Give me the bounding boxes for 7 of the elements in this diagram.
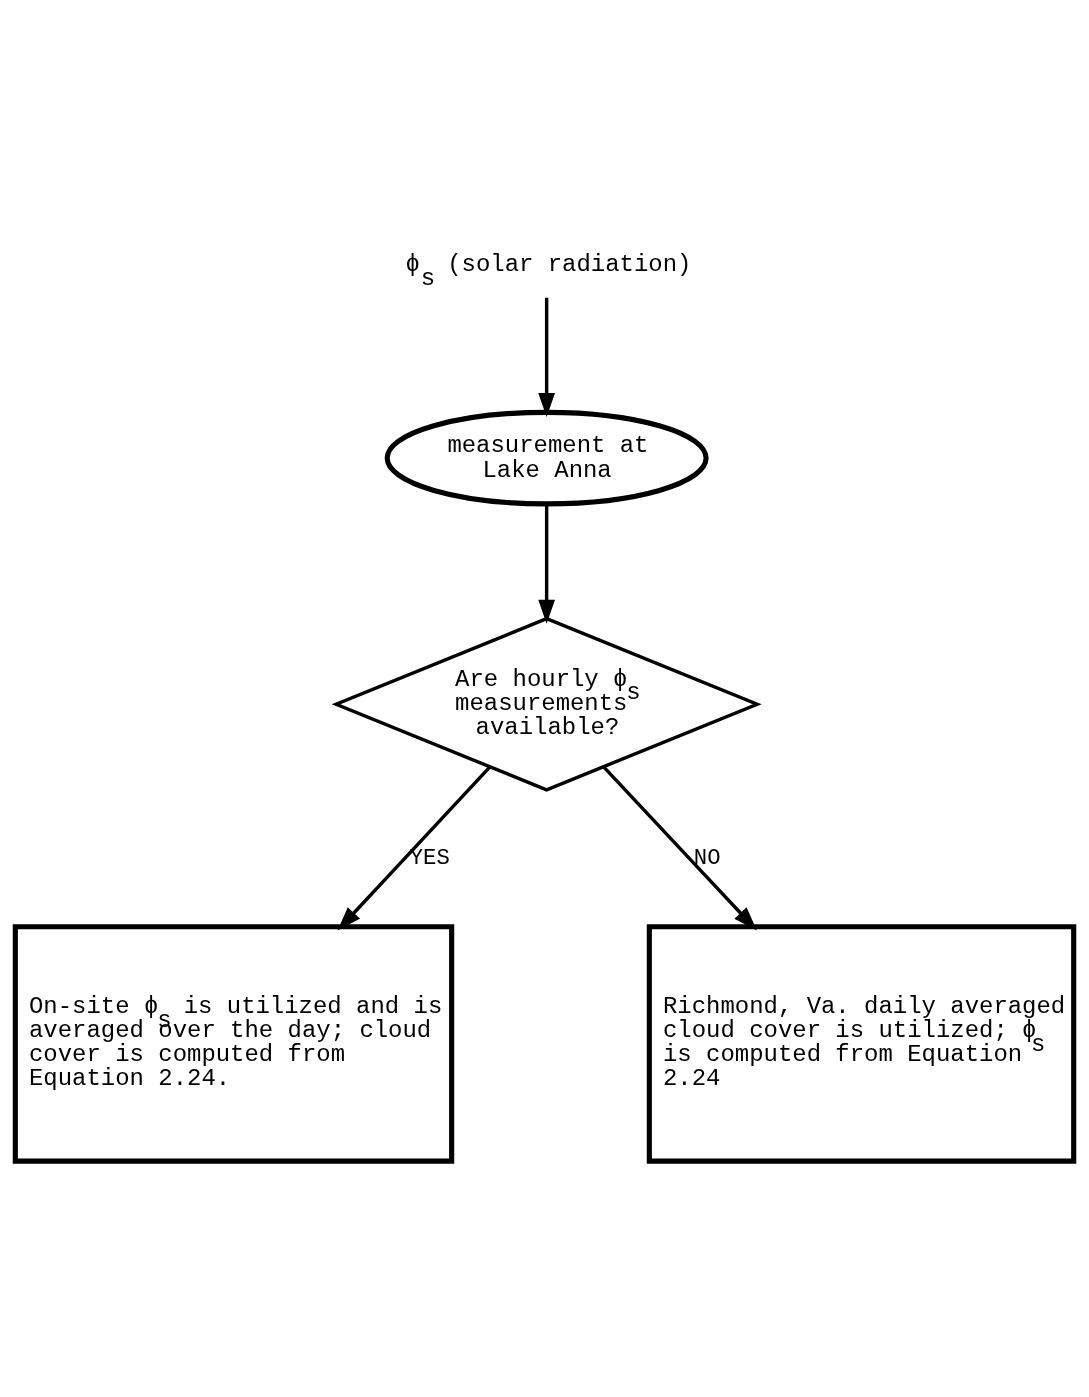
arrow — [602, 765, 757, 931]
edge-label: YES — [409, 845, 450, 872]
edge-label: NO — [693, 845, 721, 872]
arrow — [538, 504, 556, 624]
arrow — [337, 765, 492, 931]
arrow — [538, 297, 556, 417]
node-ellipse: measurement at Lake Anna — [384, 409, 709, 507]
